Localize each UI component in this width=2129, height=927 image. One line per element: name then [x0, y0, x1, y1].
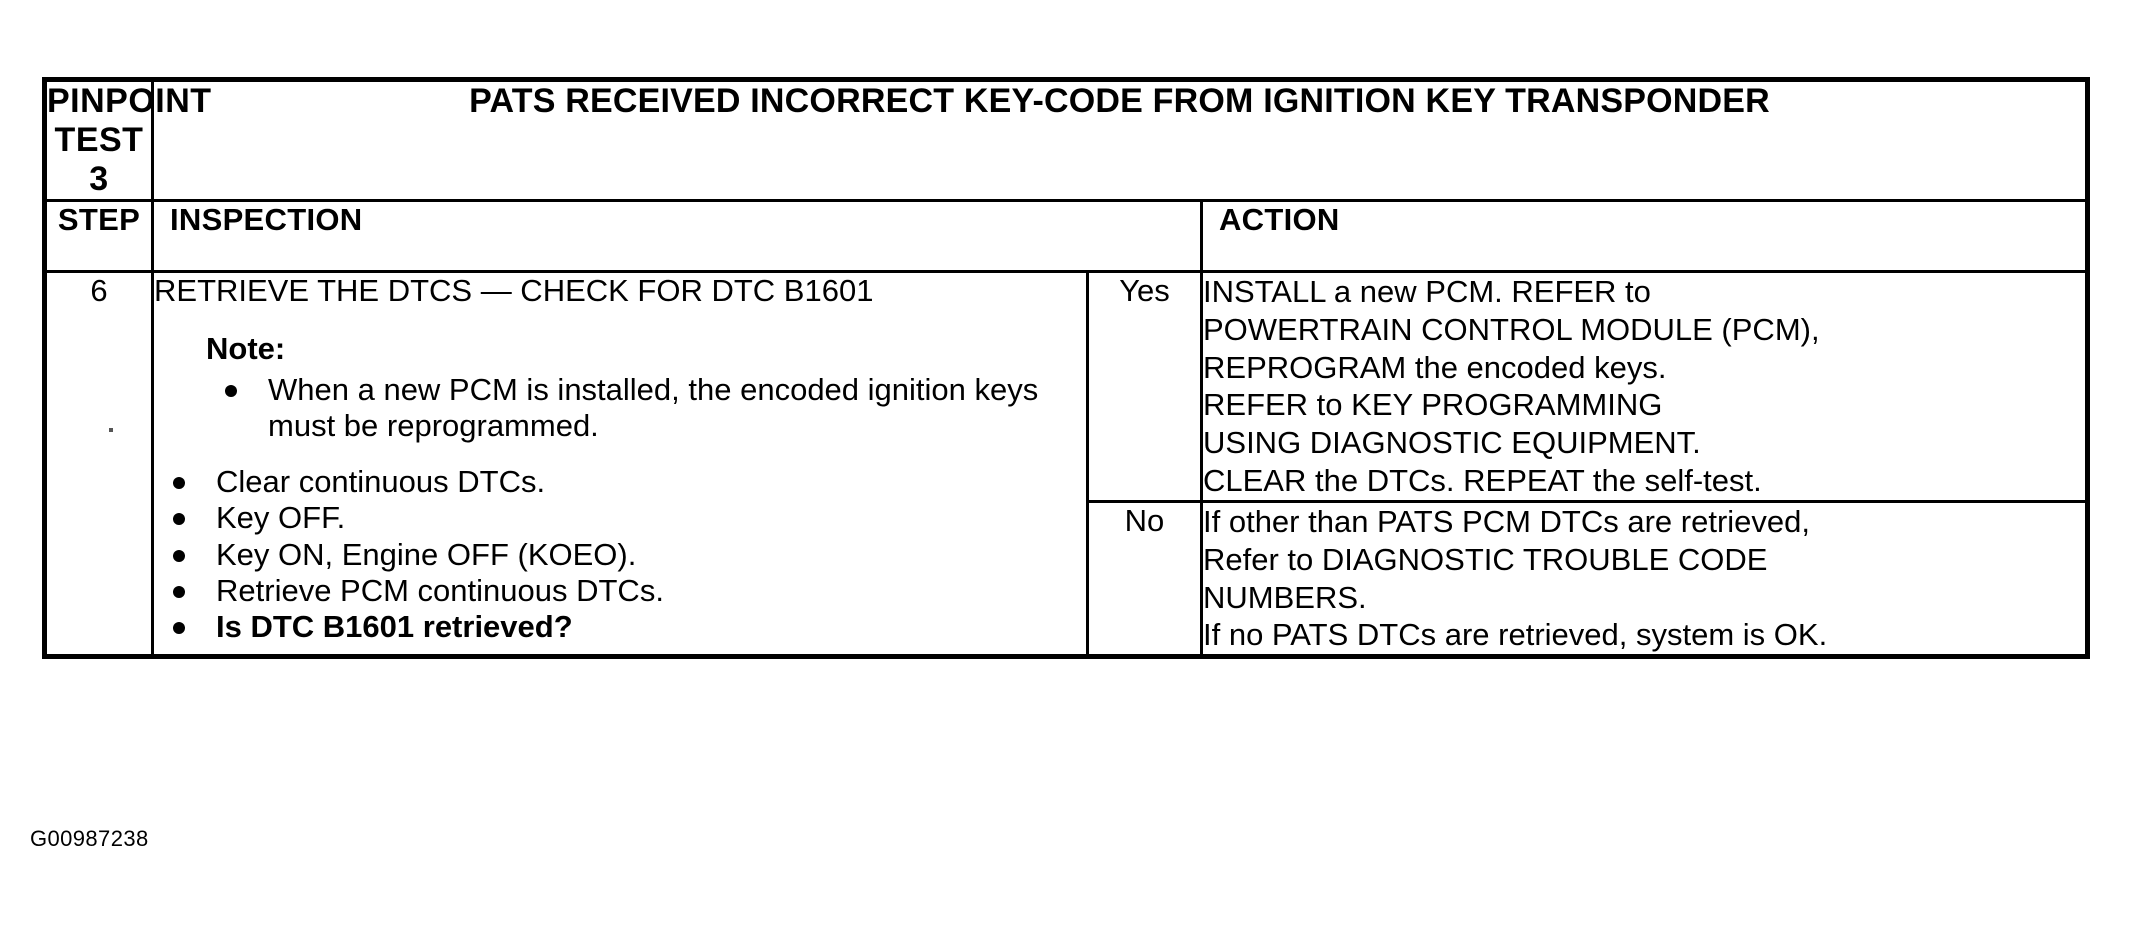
action-line: USING DIAGNOSTIC EQUIPMENT.	[1203, 425, 1701, 461]
action-line: If no PATS DTCs are retrieved, system is…	[1203, 617, 1828, 653]
table-row: No If other than PATS PCM DTCs are retri…	[45, 499, 2090, 659]
table-row: 6 RETRIEVE THE DTCS — CHECK FOR DTC B160…	[43, 269, 2090, 659]
note-label: Note:	[206, 331, 286, 367]
action-line: If other than PATS PCM DTCs are retrieve…	[1203, 503, 1810, 539]
list-item-question: Is DTC B1601 retrieved?	[154, 609, 1086, 645]
pinpoint-test-label: PINPOINT TEST 3	[43, 78, 211, 202]
figure-id-label: G00987238	[30, 826, 149, 851]
scan-artifact-speck	[109, 428, 113, 432]
list-item: Key ON, Engine OFF (KOEO).	[154, 537, 1086, 573]
table-header-row: STEP INSPECTION ACTION	[43, 199, 2090, 273]
pinpoint-test-table: PINPOINT TEST 3 PATS RECEIVED INCORRECT …	[42, 77, 2091, 660]
result-cell-yes: Yes	[1086, 270, 1203, 503]
inspection-step-list: Clear continuous DTCs. Key OFF. Key ON, …	[154, 464, 1086, 645]
column-header-action: ACTION	[1199, 199, 2090, 273]
action-line: POWERTRAIN CONTROL MODULE (PCM),	[1203, 311, 1820, 347]
step-number: 6	[90, 273, 108, 308]
inspection-cell: RETRIEVE THE DTCS — CHECK FOR DTC B1601 …	[151, 269, 1089, 659]
list-item: When a new PCM is installed, the encoded…	[206, 372, 1086, 445]
list-item: Clear continuous DTCs.	[154, 464, 1086, 500]
step-number-cell: 6	[43, 269, 154, 659]
action-line: Refer to DIAGNOSTIC TROUBLE CODE	[1203, 541, 1768, 577]
column-header-step: STEP	[43, 199, 154, 273]
action-line: INSTALL a new PCM. REFER to	[1203, 274, 1651, 309]
pinpoint-test-name: PATS RECEIVED INCORRECT KEY-CODE FROM IG…	[150, 78, 2090, 202]
action-line: REPROGRAM the encoded keys.	[1203, 349, 1667, 385]
list-item: Retrieve PCM continuous DTCs.	[154, 573, 1086, 609]
action-cell-no: If other than PATS PCM DTCs are retrieve…	[1199, 499, 2090, 659]
action-line: REFER to KEY PROGRAMMING	[1203, 387, 1663, 423]
column-header-inspection: INSPECTION	[151, 199, 1203, 273]
note-bullet-list: When a new PCM is installed, the encoded…	[206, 372, 1086, 445]
result-cell-no: No	[1086, 499, 1203, 659]
table-title-row: PINPOINT TEST 3 PATS RECEIVED INCORRECT …	[43, 78, 2090, 202]
inspection-heading: RETRIEVE THE DTCS — CHECK FOR DTC B1601	[154, 273, 874, 308]
action-cell-yes: INSTALL a new PCM. REFER to POWERTRAIN C…	[1199, 270, 2090, 503]
action-line: NUMBERS.	[1203, 579, 1367, 615]
list-item: Key OFF.	[154, 500, 1086, 536]
action-line: CLEAR the DTCs. REPEAT the self-test.	[1203, 463, 1762, 499]
